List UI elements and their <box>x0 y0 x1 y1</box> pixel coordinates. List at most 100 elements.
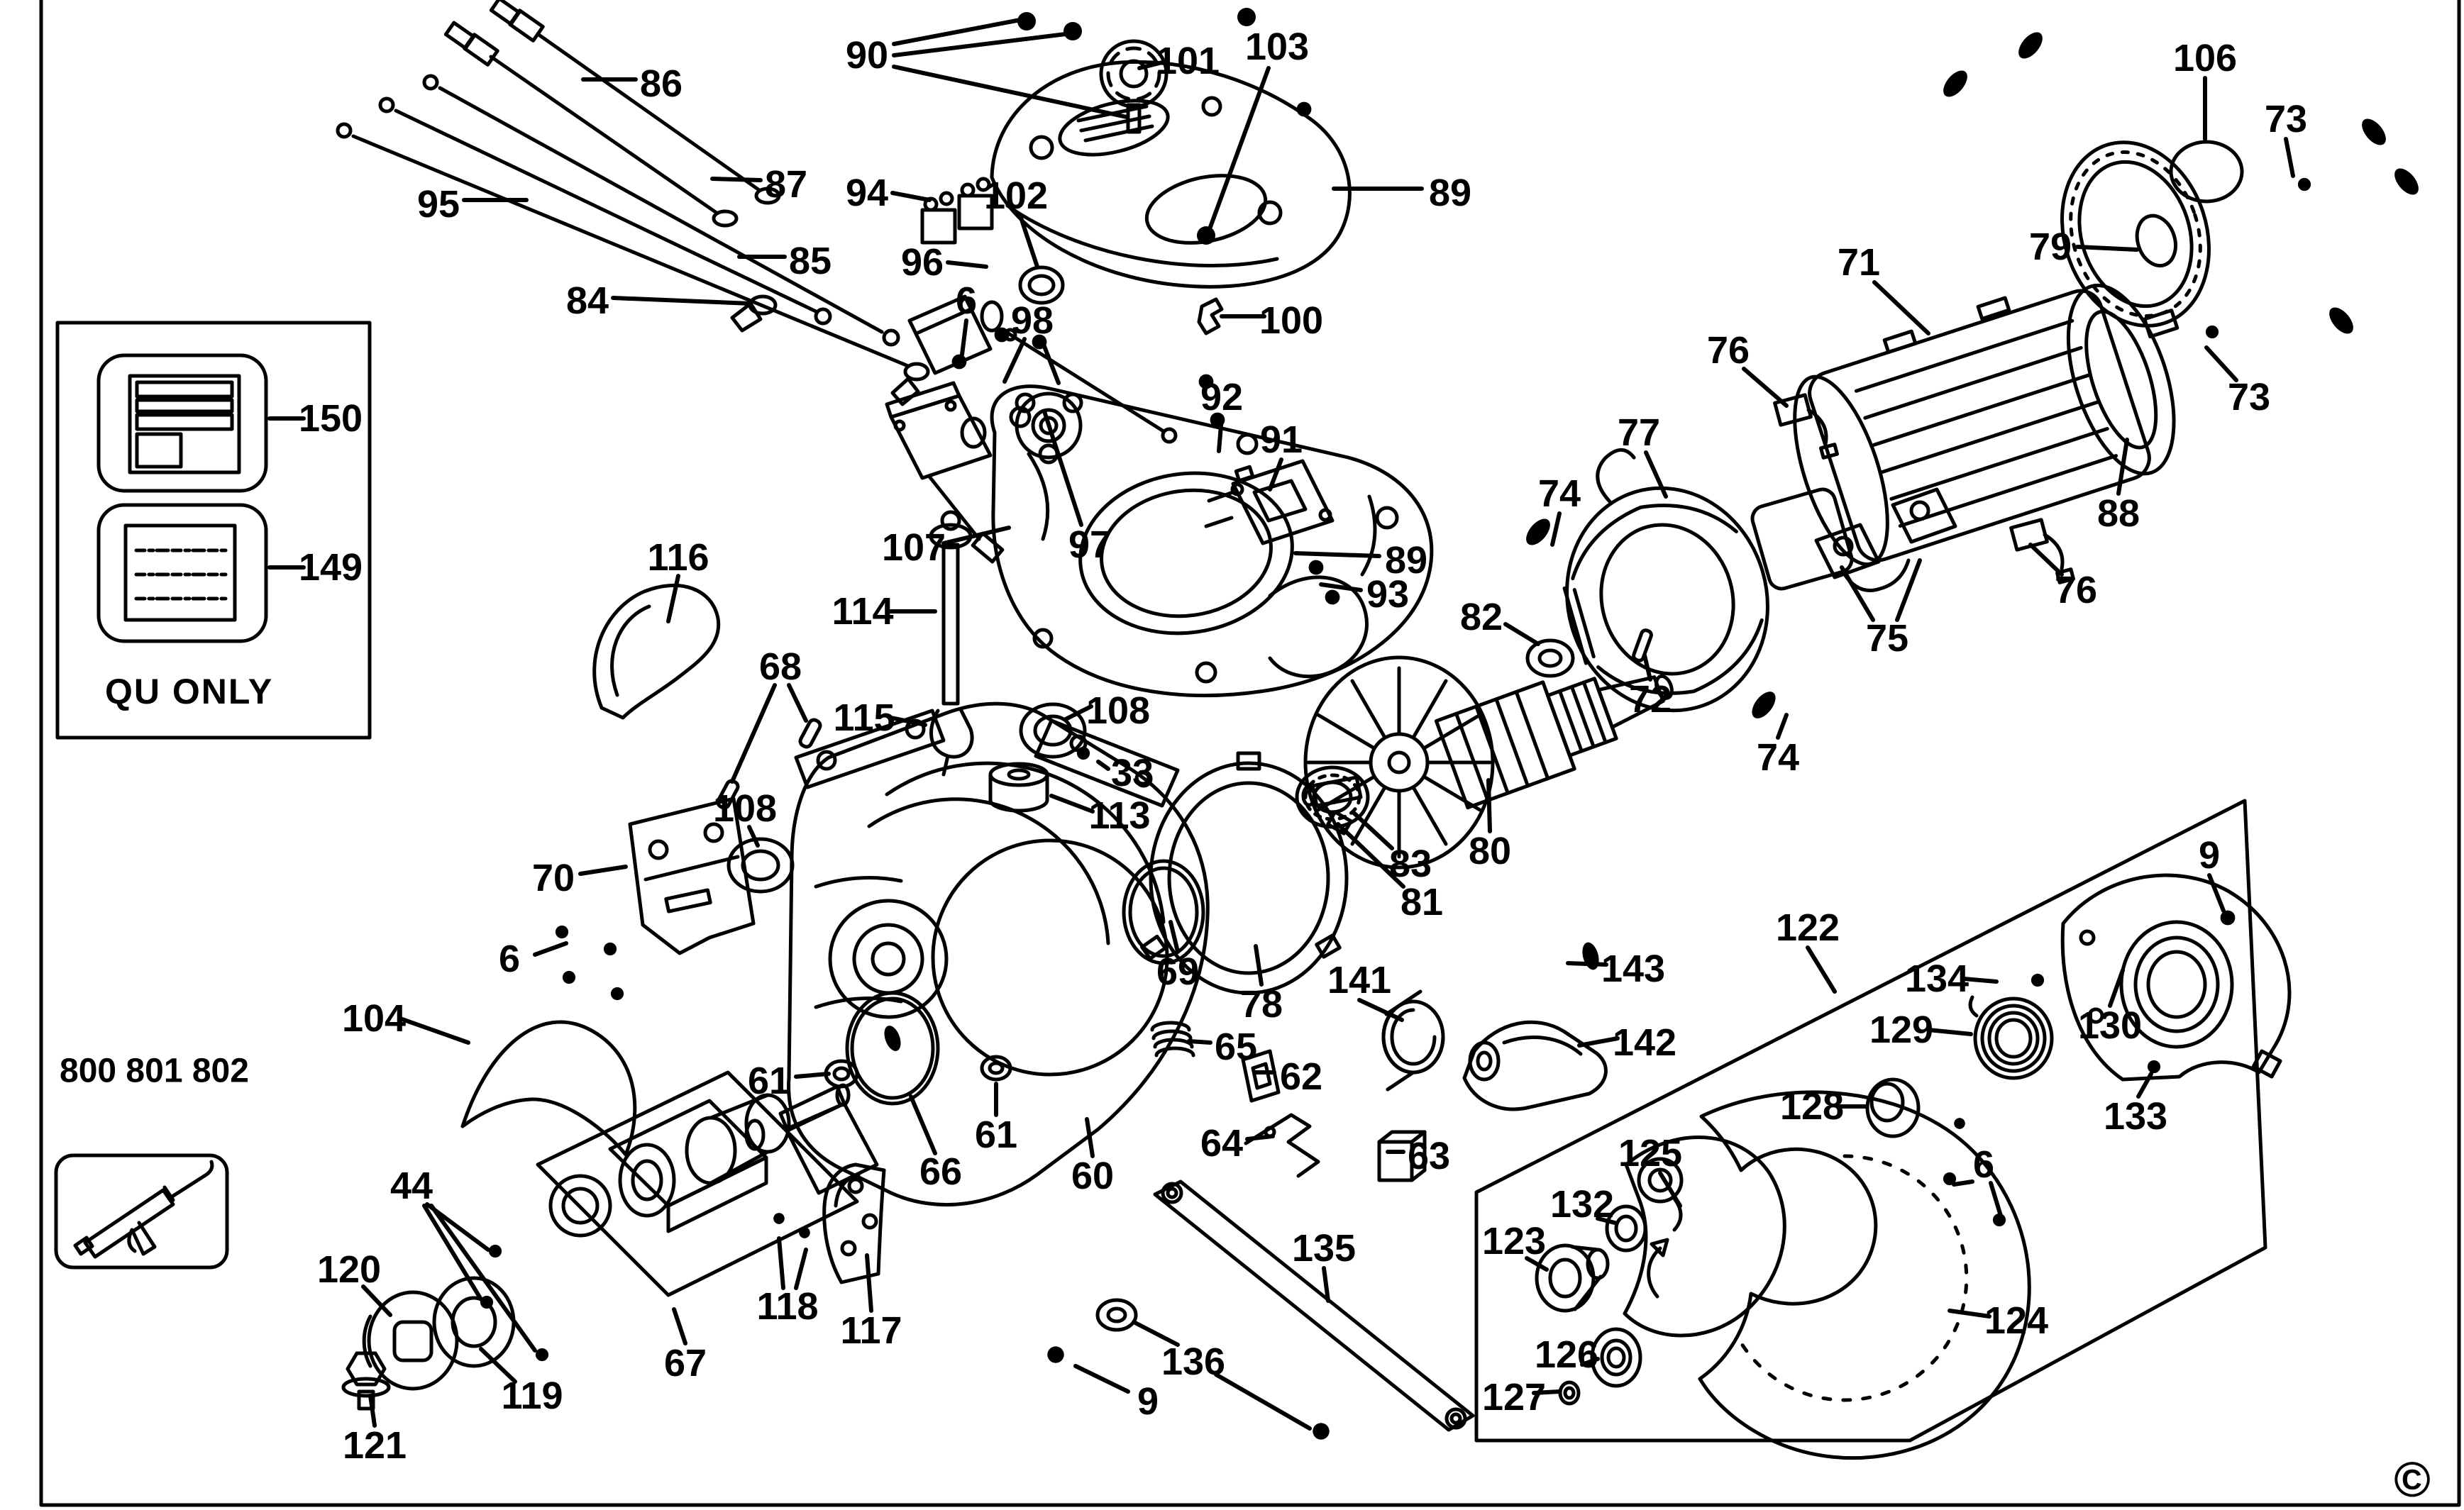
leader-line <box>794 1248 808 1290</box>
part-label-127: 127 <box>1482 1376 1546 1419</box>
diagram-artwork <box>39 0 2461 1507</box>
leader-line <box>1214 1372 1312 1431</box>
o-ring-66 <box>845 991 940 1106</box>
screw-73 <box>2272 175 2314 218</box>
leader-line <box>1042 409 1083 527</box>
part-label-61: 61 <box>748 1060 790 1102</box>
leader-line <box>1644 450 1668 499</box>
part-label-93: 93 <box>1366 573 1409 616</box>
part-label-97: 97 <box>1068 523 1111 566</box>
plate-62 <box>1241 1049 1281 1103</box>
part-label-101: 101 <box>1156 40 1220 82</box>
part-label-115: 115 <box>833 696 895 739</box>
leader-line <box>578 865 628 876</box>
part-label-75: 75 <box>1866 617 1908 660</box>
cable-97 <box>1003 328 1178 444</box>
part-label-64: 64 <box>1200 1122 1243 1165</box>
part-label-77: 77 <box>1618 411 1660 454</box>
leader-line <box>1064 704 1093 721</box>
leader-line <box>2207 873 2226 913</box>
part-label-135: 135 <box>1292 1227 1356 1270</box>
part-label-106: 106 <box>2173 37 2237 79</box>
part-label-78: 78 <box>1240 983 1283 1026</box>
part-label-71: 71 <box>1838 241 1880 284</box>
cover-plate-130 <box>2060 873 2292 1082</box>
leader-line <box>1776 713 1789 740</box>
ring-102 <box>1018 265 1065 305</box>
part-label-136: 136 <box>1161 1340 1225 1383</box>
leader-line <box>2284 137 2295 178</box>
leader-line <box>2028 543 2064 577</box>
leader-line <box>1073 1364 1130 1394</box>
part-label-84: 84 <box>566 279 609 322</box>
part-label-44: 44 <box>390 1165 433 1207</box>
leader-line <box>361 1284 392 1317</box>
inner-guard-125 <box>1623 1136 1786 1338</box>
leader-line <box>1187 1039 1212 1045</box>
leader-line <box>479 1347 517 1384</box>
leader-line <box>2204 345 2238 382</box>
part-label-90: 90 <box>846 34 888 77</box>
guard-housing-60 <box>784 701 1210 1207</box>
leader-line <box>1642 653 1652 682</box>
leader-line <box>2116 438 2129 496</box>
leader-lines <box>267 18 2295 1431</box>
leader-line <box>666 574 680 623</box>
leader-line <box>1357 998 1404 1022</box>
part-label-76: 76 <box>1707 329 1750 372</box>
washer-82 <box>1525 638 1575 678</box>
field-77 <box>1562 448 1769 713</box>
part-label-142: 142 <box>1613 1021 1676 1064</box>
leader-line <box>1208 66 1271 229</box>
bracket-117 <box>822 1162 886 1284</box>
part-label-89: 89 <box>1385 539 1427 582</box>
part-label-134: 134 <box>1905 957 1969 1000</box>
part-label-69: 69 <box>1156 950 1199 993</box>
label-106 <box>2169 140 2244 204</box>
link-bar-135 <box>1153 1179 1475 1432</box>
part-label-88: 88 <box>2097 492 2140 535</box>
leader-line <box>1085 1117 1095 1158</box>
part-label-65: 65 <box>1215 1026 1257 1068</box>
leader-line <box>1486 778 1492 833</box>
part-label-81: 81 <box>1400 881 1443 923</box>
part-label-113: 113 <box>1088 794 1150 837</box>
lever-64 <box>1244 1113 1320 1178</box>
leader-line <box>2108 968 2125 1008</box>
leader-line <box>1336 822 1405 889</box>
leader-line <box>892 18 1022 46</box>
leader-line <box>672 1307 687 1345</box>
screw-9 <box>1020 1343 1068 1401</box>
part-label-120: 120 <box>317 1248 381 1291</box>
leader-line <box>1948 1309 1991 1319</box>
part-label-73: 73 <box>2228 376 2270 418</box>
part-label-6: 6 <box>956 279 977 322</box>
leader-line <box>909 1094 937 1155</box>
part-label-95: 95 <box>417 183 460 226</box>
part-label-121: 121 <box>343 1424 407 1467</box>
o-ring-69 <box>1122 859 1205 965</box>
part-label-114: 114 <box>832 590 893 633</box>
leader-line <box>1895 558 1922 622</box>
clip-100 <box>1197 297 1224 335</box>
part-label-124: 124 <box>1984 1299 2048 1342</box>
leader-line <box>1742 367 1789 408</box>
part-label-80: 80 <box>1469 830 1511 872</box>
leader-line <box>1132 1320 1180 1347</box>
pin-72 <box>1632 628 1653 662</box>
part-label-6: 6 <box>499 938 520 980</box>
terminal-block-94 <box>920 177 994 245</box>
spring-129 <box>1968 995 2054 1080</box>
leader-line <box>892 65 1129 119</box>
copyright-icon: © <box>2394 1452 2431 1507</box>
part-label-100: 100 <box>1259 299 1323 342</box>
part-label-150: 150 <box>299 397 363 440</box>
leader-line <box>1254 944 1264 987</box>
nut-61 <box>980 1055 1012 1082</box>
part-label-9: 9 <box>1137 1380 1159 1423</box>
spindle-assembly-67 <box>536 1023 904 1297</box>
part-label-6: 6 <box>1973 1143 1994 1186</box>
